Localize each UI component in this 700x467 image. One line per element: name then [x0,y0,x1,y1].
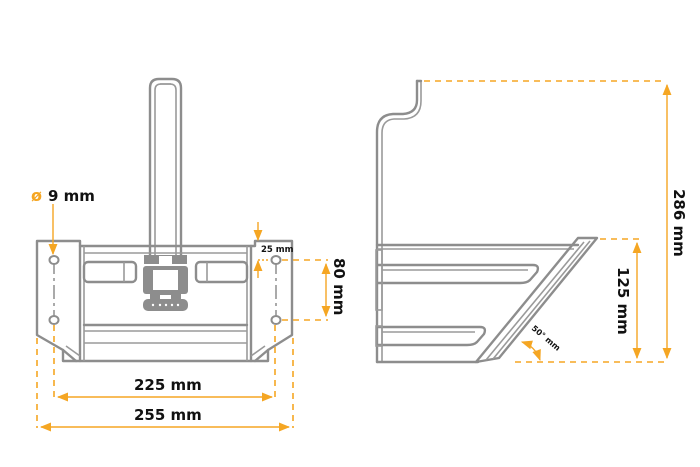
hook-bar [375,79,423,364]
dimension-hole-spacing: 80 mm [282,258,348,321]
dimension-outer-width: 255 mm [36,338,294,432]
mounting-holes [48,255,282,325]
clamp-block [143,255,188,311]
total-height-label: 286 mm [670,189,688,257]
hole-offset-label: 25 mm [261,245,294,255]
hole-top-right [270,255,282,265]
inner-width-label: 225 mm [134,376,202,394]
dimension-hole-diameter: ø 9 mm [31,186,95,256]
hole-spacing-label: 80 mm [330,258,348,315]
dimension-total-height: 286 mm [424,80,688,360]
outer-width-label: 255 mm [134,406,202,424]
hole-diameter-label: 9 mm [48,187,95,205]
handle-bar [148,77,183,264]
hole-bottom-right [270,315,282,325]
angle-label: 50° mm [530,324,562,353]
front-view: ø 9 mm 25 mm 80 mm 225 mm [31,77,348,432]
hole-top-left [48,255,60,265]
dimension-inner-width: 225 mm [53,325,276,402]
diameter-symbol: ø [31,186,42,205]
hole-bottom-left [48,315,60,325]
tray-body [375,236,599,364]
tray-height-label: 125 mm [614,267,632,335]
dimension-angle: 50° mm [520,324,562,362]
dimension-hole-offset: 25 mm [253,222,294,278]
dimension-tray-height: 125 mm [515,238,666,363]
side-view: 50° mm 125 mm 286 mm [375,79,688,364]
side-slots [82,260,249,284]
